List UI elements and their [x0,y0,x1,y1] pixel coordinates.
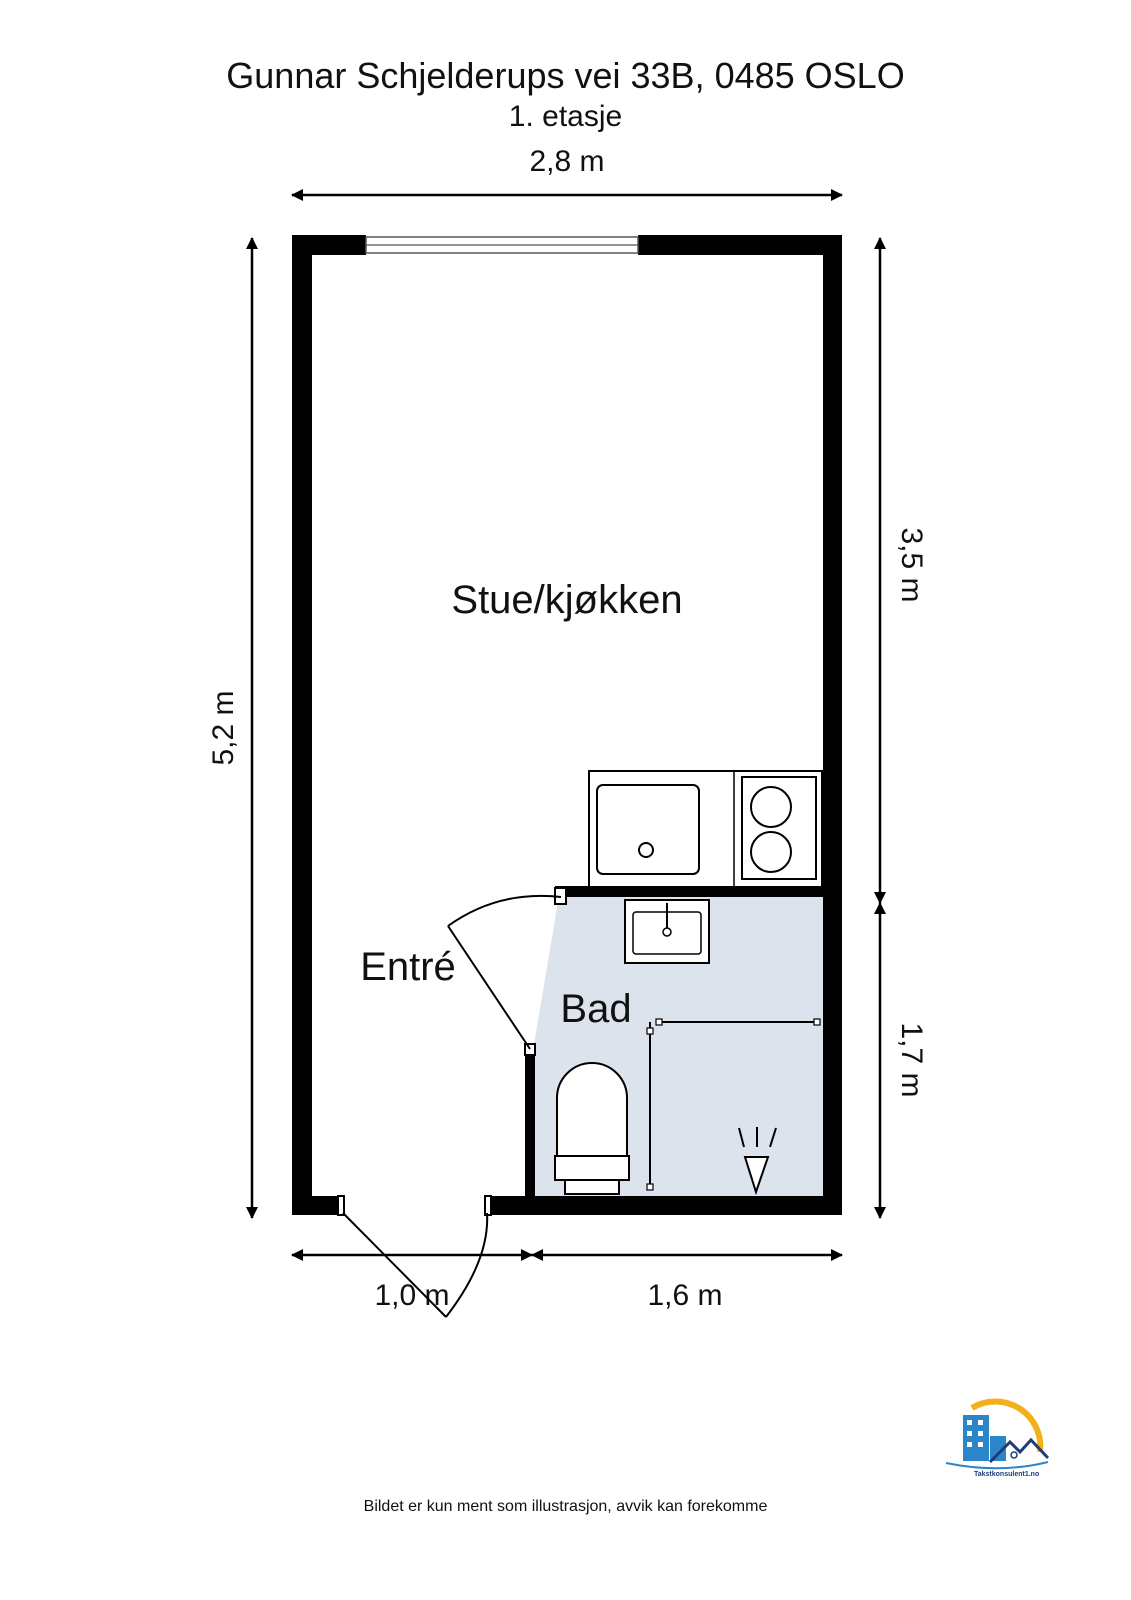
dim-bottom-right: 1,6 m [647,1279,722,1312]
address-title: Gunnar Schjelderups vei 33B, 0485 OSLO [226,55,905,96]
room-label-entrance: Entré [360,945,456,989]
door-jamb-lower [524,1043,536,1056]
stove [741,776,817,880]
shower-enclosure [646,1018,821,1191]
wall-bottom-right [490,1196,842,1215]
exterior-walls [292,235,842,1215]
shower-head-icon [738,1127,777,1196]
dim-right-upper: 3,5 m [895,527,928,602]
sun-arc-icon [970,1398,1044,1453]
house-roof-icon [988,1437,1050,1464]
dim-bottom-left: 1,0 m [374,1279,449,1312]
kitchen-sink [596,784,700,875]
entrance-door [337,1195,492,1318]
wall-right [823,235,842,1215]
toilet [554,1062,630,1195]
dim-top-width: 2,8 m [529,145,604,178]
window [365,236,639,254]
company-logo: Takstkonsulent1.no [945,1398,1050,1478]
wall-bottom-left [292,1196,338,1215]
disclaimer: Bildet er kun ment som illustrasjon, avv… [363,1498,768,1515]
building-icon [963,1415,1006,1461]
room-label-bathroom: Bad [560,987,631,1031]
wall-top-right [638,235,842,255]
wall-left [292,235,312,1215]
logo-caption: Takstkonsulent1.no [974,1471,1039,1478]
dimension-lines [246,189,886,1261]
bathroom-sink [624,899,710,964]
bathroom-wall-left [525,1052,535,1198]
dim-left-height: 5,2 m [207,690,240,765]
dim-right-lower: 1,7 m [895,1022,928,1097]
room-label-living: Stue/kjøkken [451,578,682,622]
bathroom-wall-top [555,886,823,897]
bathroom-walls [525,886,823,1198]
bathroom-door [447,894,562,1050]
floor-label: 1. etasje [508,100,623,133]
